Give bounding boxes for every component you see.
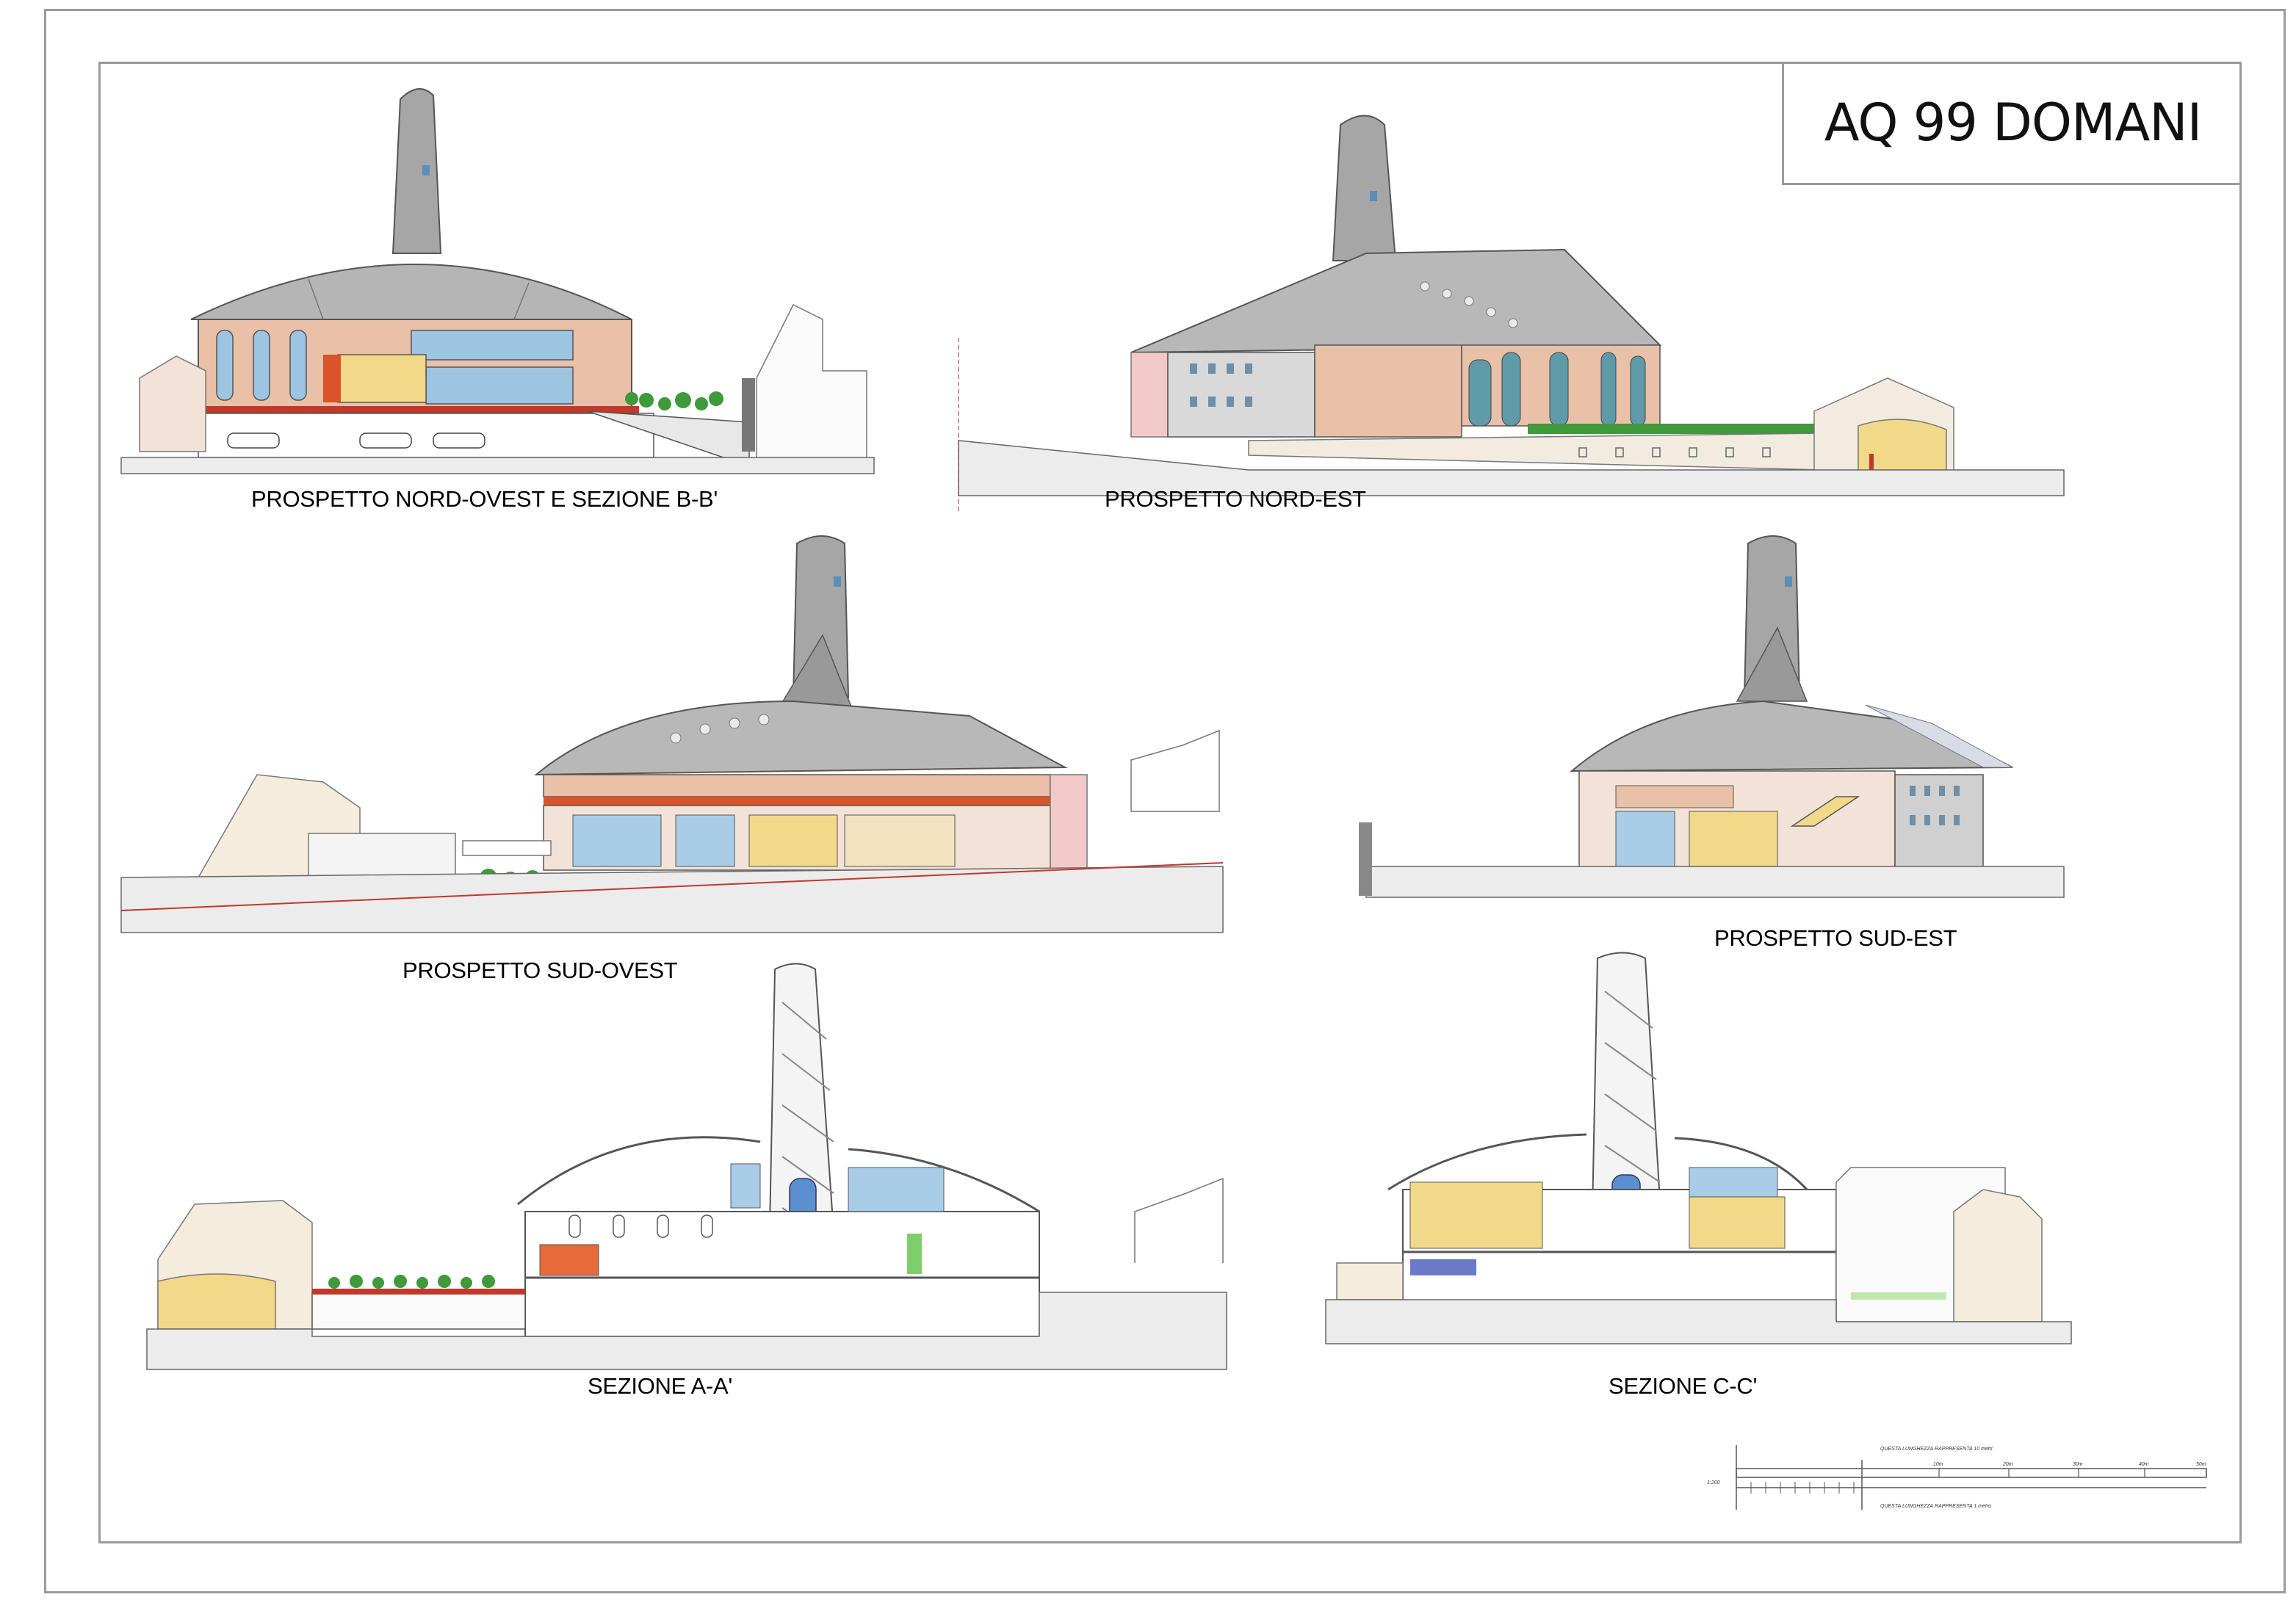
scale-tick-label: 30m bbox=[2073, 1462, 2083, 1467]
scale-bar: 1:200 QUESTA LUNGHEZZA RAPPRESENTA 10 me… bbox=[1697, 1438, 2211, 1517]
scale-ratio: 1:200 bbox=[1707, 1480, 1720, 1485]
section-cc-drawing bbox=[1325, 952, 2072, 1344]
se-elevation-drawing bbox=[1359, 535, 2065, 898]
caption-section-cc: SEZIONE C-C' bbox=[1609, 1373, 1758, 1399]
ne-elevation-drawing bbox=[958, 115, 2065, 514]
inner-border bbox=[98, 62, 2242, 1543]
caption-ne-elevation: PROSPETTO NORD-EST bbox=[1105, 486, 1366, 512]
scale-tick-label: 50m bbox=[2196, 1462, 2206, 1467]
sw-elevation-drawing bbox=[120, 535, 1224, 933]
sheet-title: AQ 99 DOMANI bbox=[1824, 92, 2203, 153]
scale-note-top: QUESTA LUNGHEZZA RAPPRESENTA 10 metri bbox=[1880, 1447, 1993, 1452]
caption-nw-elevation: PROSPETTO NORD-OVEST E SEZIONE B-B' bbox=[251, 486, 718, 512]
outer-border bbox=[44, 9, 2286, 1593]
scale-tick-label: 10m bbox=[1933, 1462, 1943, 1467]
scale-bar-graphic bbox=[1736, 1445, 2207, 1510]
scale-note-bottom: QUESTA LUNGHEZZA RAPPRESENTA 1 metro bbox=[1880, 1504, 1992, 1509]
caption-se-elevation: PROSPETTO SUD-EST bbox=[1714, 925, 1957, 951]
title-block: AQ 99 DOMANI bbox=[1782, 62, 2242, 185]
nw-elevation-drawing bbox=[120, 88, 875, 474]
section-aa-drawing bbox=[146, 963, 1227, 1370]
caption-section-aa: SEZIONE A-A' bbox=[588, 1373, 732, 1399]
scale-tick-label: 20m bbox=[2003, 1462, 2013, 1467]
caption-sw-elevation: PROSPETTO SUD-OVEST bbox=[402, 958, 678, 983]
scale-tick-label: 40m bbox=[2139, 1462, 2149, 1467]
